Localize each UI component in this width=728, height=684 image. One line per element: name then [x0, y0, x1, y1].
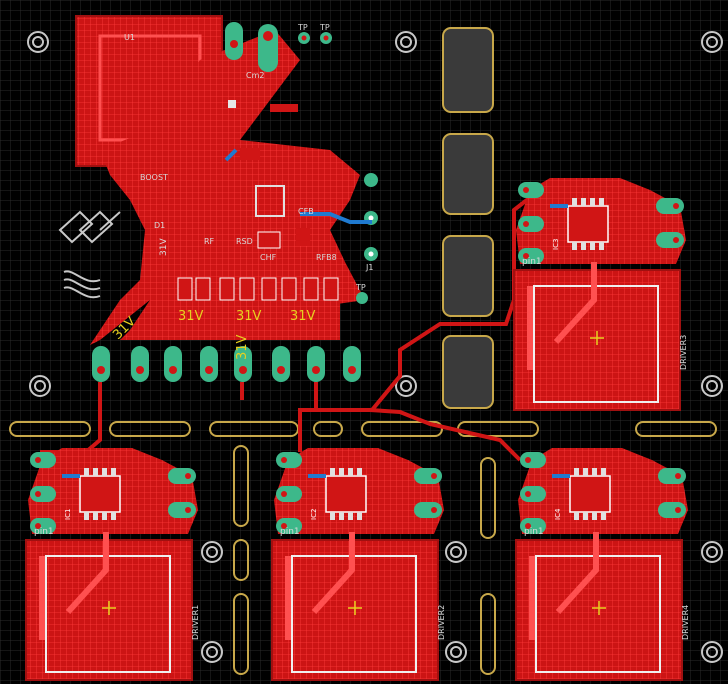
driver-label: DRIVER4	[681, 605, 690, 640]
ic-label: IC4	[554, 508, 562, 520]
label-rfb8: RFB8	[316, 253, 337, 262]
label-cfb: CFB	[298, 207, 314, 216]
ic-label: IC3	[552, 239, 560, 250]
origin-marker	[348, 601, 362, 615]
ic-label: IC2	[310, 509, 318, 520]
driver-ic	[569, 475, 611, 513]
label-chf: CHF	[260, 253, 277, 262]
driver-label: DRIVER3	[679, 335, 688, 370]
origin-marker	[592, 601, 606, 615]
label-tp-b: TP	[319, 23, 330, 32]
pin1-label: pin1	[522, 257, 542, 267]
label-31v-e: 31V	[235, 334, 250, 360]
label-cm2: Cm2	[246, 71, 264, 80]
voltage-labels: 31V 31V 31V 31V 31V 31V	[110, 238, 315, 360]
label-31v-c: 31V	[236, 309, 262, 324]
mounting-holes	[27, 31, 723, 663]
smd-pad-row	[177, 277, 339, 301]
large-pads-column	[442, 27, 494, 409]
driver-pad-outline	[535, 555, 661, 673]
label-rf: RF	[204, 237, 215, 246]
label-31v-b: 31V	[178, 309, 204, 324]
driver-label: DRIVER1	[191, 605, 200, 640]
driver-pad-outline	[533, 285, 659, 403]
driver-ic	[325, 475, 367, 513]
driver-pad-outline	[45, 555, 171, 673]
origin-marker	[102, 601, 116, 615]
pin1-label: pin1	[280, 527, 300, 537]
driver-label: DRIVER2	[437, 605, 446, 640]
label-31v-side: 31V	[159, 238, 169, 256]
driver-pad-outline	[291, 555, 417, 673]
origin-marker	[590, 331, 604, 345]
label-rsd: RSD	[236, 237, 253, 246]
capacitor-row	[92, 346, 361, 382]
driver-ic	[79, 475, 121, 513]
label-j1: J1	[365, 263, 373, 272]
pin1-label: pin1	[34, 527, 54, 537]
label-31v-d: 31V	[290, 309, 316, 324]
label-tp-a: TP	[297, 23, 308, 32]
pin1-label: pin1	[524, 527, 544, 537]
ic-label: IC1	[64, 509, 72, 520]
driver-ic	[567, 205, 609, 243]
label-u1: U1	[124, 33, 135, 42]
bottom-traces	[224, 148, 372, 224]
slot-outlines	[9, 421, 717, 675]
silkscreen-labels: U1 Cm2 TP TP TP BOOST D1 RF RSD CHF CFB …	[124, 23, 373, 292]
label-d1: D1	[154, 221, 165, 230]
label-tp-c: TP	[355, 283, 366, 292]
label-boost: BOOST	[140, 173, 168, 182]
silkscreen-logo	[58, 210, 121, 299]
